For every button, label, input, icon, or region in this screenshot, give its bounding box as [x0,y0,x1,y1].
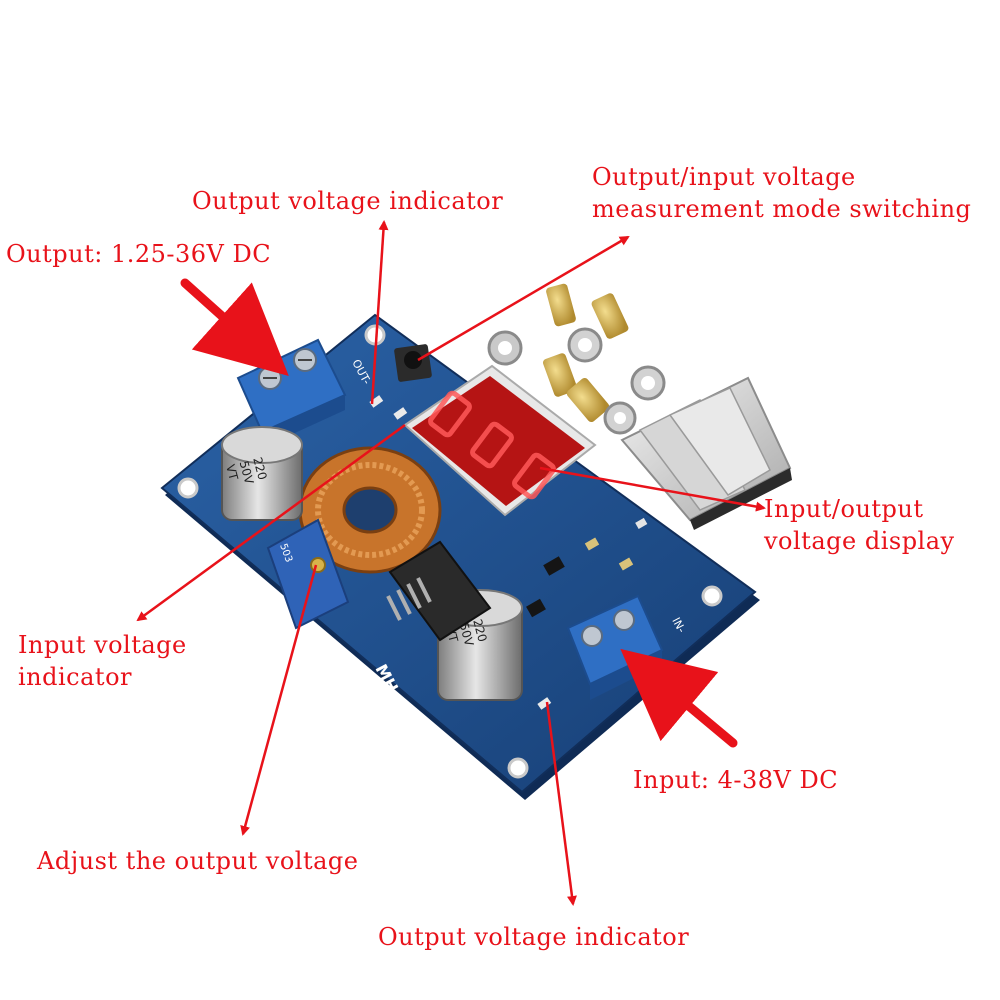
arrow-input-indicator [136,423,406,622]
label-adjust-output: Adjust the output voltage [37,845,358,877]
mount-hole [701,585,723,607]
arrow-adjust [240,564,318,836]
label-output-voltage-indicator-bottom: Output voltage indicator [378,921,689,953]
label-line-2: measurement mode switching [592,195,972,223]
arrow-mode-switch [417,235,630,362]
regulator-ic [386,540,492,642]
label-line-2: voltage display [764,527,955,555]
brass-standoff [543,283,629,423]
thick-arrows [180,278,738,748]
label-output-voltage-indicator-top: Output voltage indicator [192,185,503,217]
arrow-output-indicator-bottom [545,701,577,906]
label-text: Output voltage indicator [378,923,690,951]
label-mode-switching: Output/input voltage measurement mode sw… [592,161,971,225]
mount-hole [507,757,529,779]
cap-text-3: VT [223,463,241,482]
label-line-1: Output/input voltage [592,163,856,191]
label-output-range: Output: 1.25-36V DC [6,238,271,270]
hex-nut [487,327,666,435]
arrow-input-terminal [620,648,738,748]
seven-segment-display [403,364,597,517]
arrow-output-indicator-top [370,220,389,405]
label-line-1: Input voltage [18,631,187,659]
smd-components [526,517,648,618]
label-line-2: indicator [18,663,132,691]
accessory-parts [487,283,792,530]
mode-switch-button [394,344,432,382]
label-line-1: Input/output [764,495,924,523]
label-input-voltage-indicator: Input voltage indicator [18,629,187,693]
cap-text-1: 220 [250,456,269,482]
annotation-arrows [136,220,766,906]
label-text: Output voltage indicator [192,187,504,215]
label-input-range: Input: 4-38V DC [633,764,838,796]
label-text: Output: 1.25-36V DC [6,240,272,268]
label-text: Adjust the output voltage [37,847,359,875]
cap-text-1: 220 [470,618,489,644]
label-text: Input: 4-38V DC [633,766,839,794]
cap-text-2: 50V [237,459,257,486]
electrolytic-capacitor: 220 50V VT [221,426,303,521]
heatsink [620,376,792,530]
arrow-display [539,466,766,512]
mount-hole [177,477,199,499]
silk-in-label: IN- [669,615,688,635]
output-indicator-led [369,395,408,420]
arrow-output-terminal [180,278,289,377]
input-indicator-led [537,697,552,710]
cap-text-2: 50V [457,621,477,648]
label-voltage-display: Input/output voltage display [764,493,955,557]
